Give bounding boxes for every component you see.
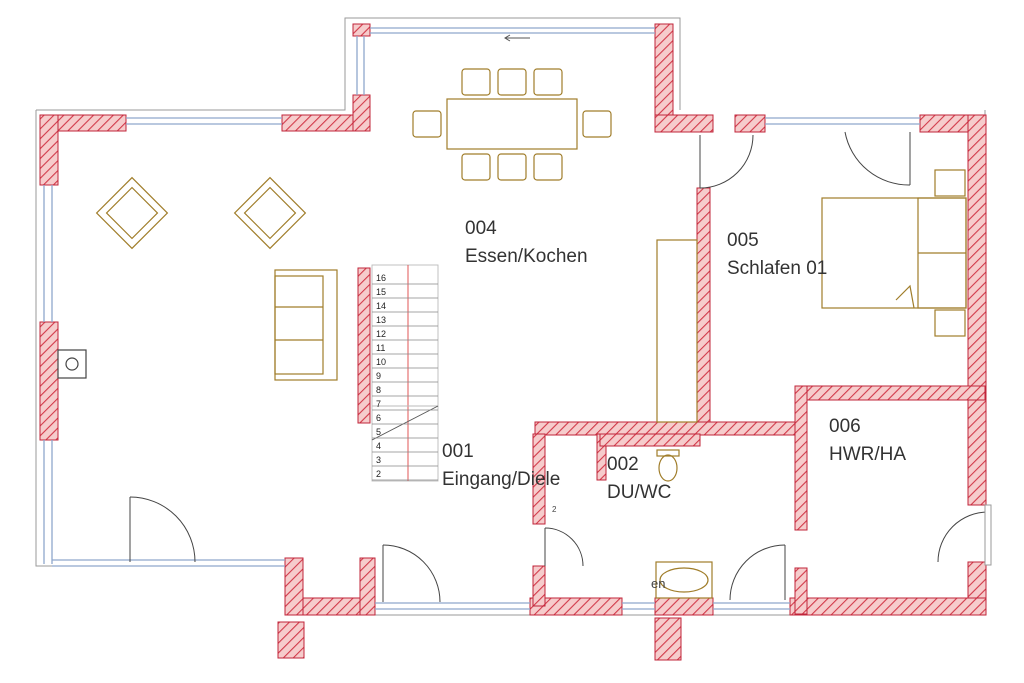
room-002-name: DU/WC [607,482,671,503]
stair-step-number: 9 [376,371,381,381]
room-001-name: Eingang/Diele [442,469,560,490]
fireplace-icon [57,349,87,379]
room-006-number: 006 [829,416,861,437]
stair-step-number: 6 [376,413,381,423]
room-001-number: 001 [442,441,474,462]
doors [129,131,992,603]
stair-step-number: 10 [376,357,386,367]
furniture [95,68,967,599]
stair-step-number: 14 [376,301,386,311]
room-005-number: 005 [727,230,759,251]
kitchen-counter [656,239,698,423]
stair-step-number: 7 [376,399,381,409]
wc-mark: 2 [552,505,557,514]
stair-step-number: 2 [376,469,381,479]
staircase [371,264,439,482]
room-004-number: 004 [465,218,497,239]
washbasin-mark: en [651,576,665,591]
stair-step-number: 16 [376,273,386,283]
stair-step-number: 11 [376,343,385,353]
stair-step-number: 3 [376,455,381,465]
stair-step-number: 5 [376,427,381,437]
stair-step-number: 4 [376,441,381,451]
wall-outline [35,17,986,616]
room-002-number: 002 [607,454,639,475]
stair-step-number: 8 [376,385,381,395]
arrow-icon [504,34,530,42]
room-005-name: Schlafen 01 [727,258,827,279]
stair-step-number: 13 [376,315,386,325]
room-006-name: HWR/HA [829,444,906,465]
stair-step-number: 12 [376,329,386,339]
stair-step-number: 15 [376,287,386,297]
walls [39,23,987,661]
sofa [274,269,338,381]
dining-table [446,98,578,150]
windows [43,27,920,610]
room-004-name: Essen/Kochen [465,246,588,267]
